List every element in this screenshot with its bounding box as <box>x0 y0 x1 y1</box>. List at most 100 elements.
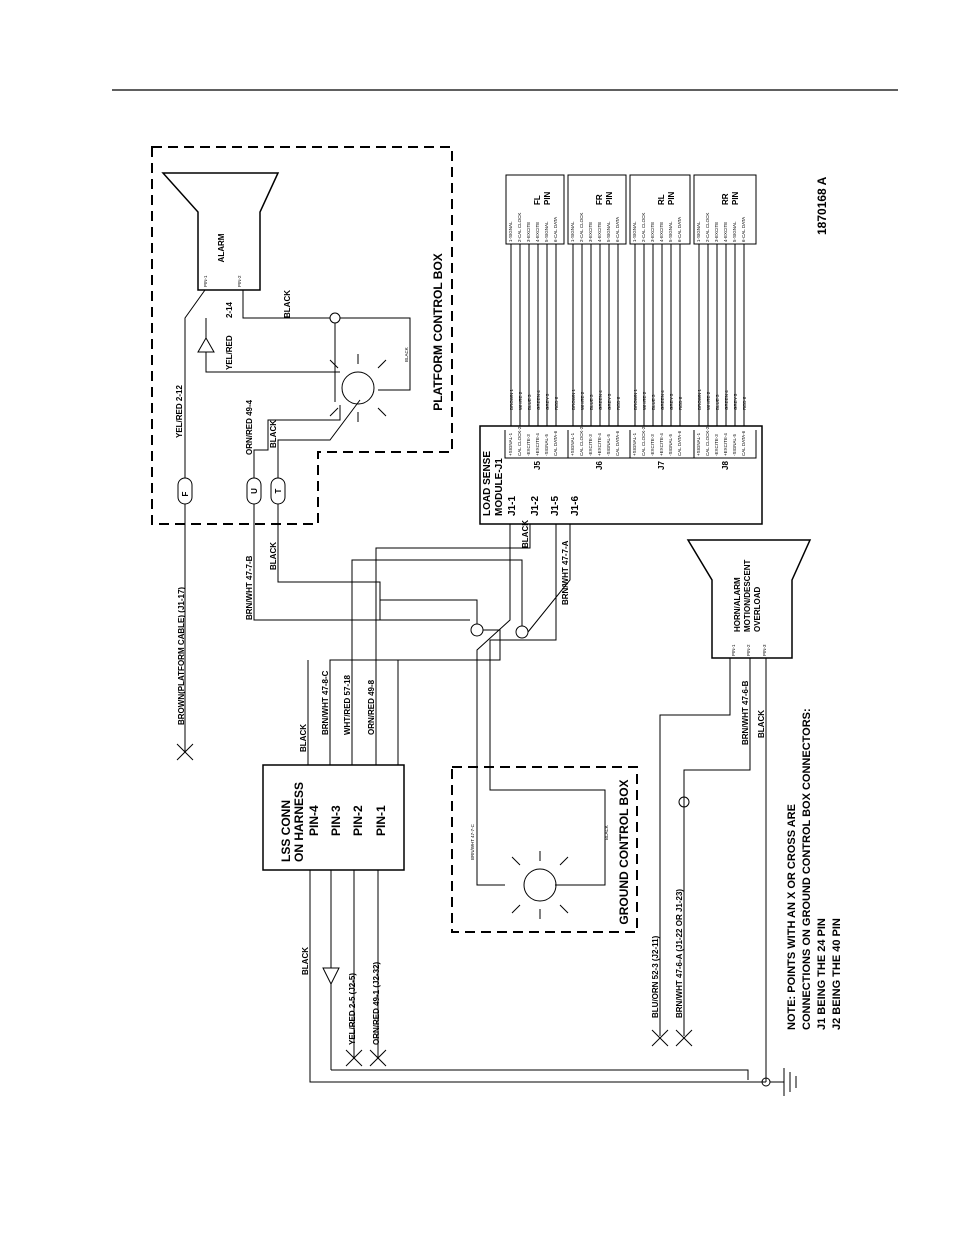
connector-f: F <box>177 477 193 505</box>
svg-text:+SIGNAL-1: +SIGNAL-1 <box>508 432 513 456</box>
svg-text:4-EXCITE: 4-EXCITE <box>659 222 664 242</box>
svg-text:6-CAL DATA: 6-CAL DATA <box>553 217 558 242</box>
splice-node <box>329 312 341 324</box>
svg-text:F: F <box>181 491 190 496</box>
svg-text:+SIGNAL-1: +SIGNAL-1 <box>570 432 575 456</box>
svg-text:-EXCITE-3: -EXCITE-3 <box>526 434 531 456</box>
wire-label-black-t: BLACK <box>269 420 278 448</box>
svg-text:6-CAL DATA: 6-CAL DATA <box>677 217 682 242</box>
ground-symbol <box>761 1068 797 1096</box>
module-group-j6: J6 +SIGNAL-1 CAL CLOCK-2 -EXCITE-3 +EXCI… <box>567 426 631 470</box>
wire-label-black-t2: BLACK <box>269 542 278 570</box>
svg-text:RL: RL <box>657 194 666 205</box>
lss-conn-box <box>262 764 405 871</box>
splice-node <box>678 796 690 808</box>
platform-control-box-outline <box>151 146 453 525</box>
svg-text:5-SIGNAL: 5-SIGNAL <box>668 221 673 242</box>
svg-text:BROWN 1: BROWN 1 <box>509 389 514 410</box>
wire-label-brn-wht-478c: BRN/WHT 47-8-C <box>321 670 330 735</box>
svg-text:1-SIGNAL: 1-SIGNAL <box>508 221 513 242</box>
wire-label-black-j12: BLACK <box>521 520 530 548</box>
svg-text:6-CAL DATA: 6-CAL DATA <box>741 217 746 242</box>
svg-text:3-EXCITE: 3-EXCITE <box>588 222 593 242</box>
wire-label-brn-wht-476a: BRN/WHT 47-6-A (J1-22 OR J1-23) <box>675 889 684 1018</box>
j1-pin-5: J1-5 <box>550 496 561 516</box>
svg-text:2-CAL CLOCK: 2-CAL CLOCK <box>705 213 710 242</box>
svg-text:4-EXCITE: 4-EXCITE <box>723 222 728 242</box>
module-group-j8: J8 +SIGNAL-1 CAL CLOCK-2 -EXCITE-3 +EXCI… <box>693 426 757 470</box>
svg-text:PIN: PIN <box>731 191 740 205</box>
alarm-pin-1: PIN-1 <box>203 275 208 287</box>
wire-label-brn-wht-477b: BRN/WHT 47-7-B <box>245 555 254 620</box>
svg-text:RED 6: RED 6 <box>742 396 747 410</box>
connection-x-orn-red <box>369 1049 387 1067</box>
note-line-4: J2 BEING THE 40 PIN <box>831 918 843 1030</box>
svg-text:GREEN 4: GREEN 4 <box>724 390 729 410</box>
horn-label-1: HORN/ALARM <box>733 577 742 632</box>
svg-text:+SIGNAL-1: +SIGNAL-1 <box>632 432 637 456</box>
svg-text:BROWN 1: BROWN 1 <box>571 389 576 410</box>
horn-pin-2: PIN-2 <box>746 644 751 656</box>
svg-text:3-EXCITE: 3-EXCITE <box>526 222 531 242</box>
svg-text:GREY 5: GREY 5 <box>607 393 612 410</box>
sensor-wire-color-labels: BROWN 1 WHITE 2 BLUE 3 GREEN 4 GREY 5 RE… <box>509 389 747 410</box>
horn-alarm-shape <box>686 539 812 659</box>
platform-control-box-label: PLATFORM CONTROL BOX <box>431 253 445 411</box>
svg-text:BROWN 1: BROWN 1 <box>697 389 702 410</box>
svg-text:BROWN 1: BROWN 1 <box>633 389 638 410</box>
lss-pin-3: PIN-3 <box>329 805 343 836</box>
svg-text:RR: RR <box>721 193 730 205</box>
svg-text:FR: FR <box>595 194 604 205</box>
svg-text:4-EXCITE: 4-EXCITE <box>597 222 602 242</box>
wire-label-black-lss: BLACK <box>299 724 308 752</box>
svg-text:PIN: PIN <box>667 191 676 205</box>
lss-conn-title: LSS CONN <box>279 800 293 862</box>
wire-label-wht-red-5718: WHT/RED 57-18 <box>343 674 352 735</box>
horn-pin-3: PIN-3 <box>762 644 767 656</box>
svg-text:BLUE 3: BLUE 3 <box>715 394 720 410</box>
wire-label-blu-orn-523: BLU/ORN 52-3 (J2-11) <box>651 935 660 1018</box>
svg-text:CAL DATA-6: CAL DATA-6 <box>615 430 620 456</box>
connection-x-brn-wht <box>675 1029 693 1047</box>
svg-text:+SIGNAL-1: +SIGNAL-1 <box>696 432 701 456</box>
svg-text:-EXCITE-3: -EXCITE-3 <box>714 434 719 456</box>
svg-text:J7: J7 <box>657 461 666 470</box>
svg-text:GREEN 4: GREEN 4 <box>660 390 665 410</box>
svg-text:J6: J6 <box>595 461 604 470</box>
svg-text:CAL CLOCK-2: CAL CLOCK-2 <box>579 426 584 456</box>
j1-pin-6: J1-6 <box>570 496 581 516</box>
wire-label-yel-red-25: YEL/RED 2-5 (J2-5) <box>348 973 357 1045</box>
svg-text:BLUE 3: BLUE 3 <box>589 394 594 410</box>
wire-label-brn-wht-477c: BRN/WHT 47-7-C <box>470 823 475 860</box>
svg-text:CAL DATA-6: CAL DATA-6 <box>553 430 558 456</box>
svg-text:3-EXCITE: 3-EXCITE <box>650 222 655 242</box>
wire-label-brn-wht-476b: BRN/WHT 47-6-B <box>741 680 750 745</box>
svg-text:T: T <box>274 488 283 493</box>
svg-text:1-SIGNAL: 1-SIGNAL <box>696 221 701 242</box>
connection-x-blu-orn <box>651 1029 669 1047</box>
svg-text:GREY 5: GREY 5 <box>669 393 674 410</box>
load-sense-module-subtitle: MODULE-J1 <box>494 458 505 516</box>
svg-text:1-SIGNAL: 1-SIGNAL <box>570 221 575 242</box>
svg-text:5-SIGNAL: 5-SIGNAL <box>732 221 737 242</box>
svg-text:PIN: PIN <box>543 191 552 205</box>
horn-label-2: MOTION/DESCENT <box>743 559 752 632</box>
alarm-label: ALARM <box>217 233 226 262</box>
svg-text:RED 6: RED 6 <box>678 396 683 410</box>
svg-text:-EXCITE-3: -EXCITE-3 <box>588 434 593 456</box>
lss-pin-1: PIN-1 <box>374 805 388 836</box>
ground-control-box-outline <box>451 766 638 933</box>
sensor-header-fr: FR PIN 1-SIGNAL 2-CAL CLOCK 3-EXCITE 4-E… <box>567 174 627 245</box>
connector-u: U <box>246 477 262 505</box>
svg-text:GREY 5: GREY 5 <box>545 393 550 410</box>
svg-text:WHITE 2: WHITE 2 <box>518 391 523 410</box>
wire-label-black-lamp: BLACK <box>404 347 409 362</box>
svg-text:-SIGNAL-5: -SIGNAL-5 <box>606 433 611 456</box>
sensor-header-rl: RL PIN 1-SIGNAL 2-CAL CLOCK 3-EXCITE 4-E… <box>629 174 691 245</box>
load-sense-module-box <box>479 425 763 525</box>
svg-text:-EXCITE-3: -EXCITE-3 <box>650 434 655 456</box>
wire-label-black-alarm: BLACK <box>283 290 292 318</box>
svg-text:CAL DATA-6: CAL DATA-6 <box>677 430 682 456</box>
sensor-harness-wires <box>510 244 745 426</box>
